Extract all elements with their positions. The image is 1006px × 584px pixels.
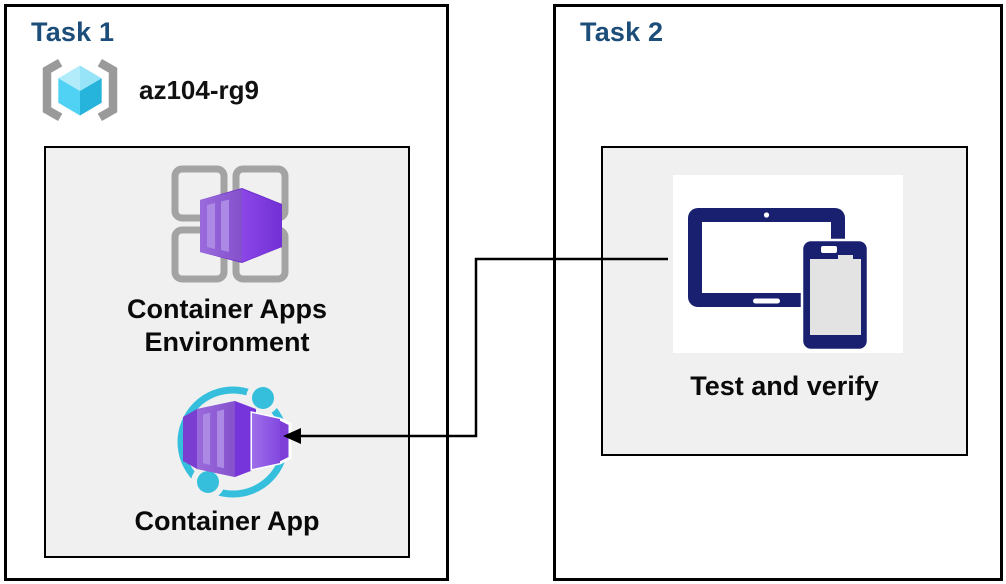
task1-box: Task 1 az104-rg9 [4,4,449,581]
container-apps-environment-label: Container Apps Environment [126,294,327,357]
resource-group-name: az104-rg9 [139,74,259,105]
resource-group: az104-rg9 [33,57,259,123]
container-app-label: Container App [134,506,320,536]
tablet-phone-icon-holder [673,175,903,353]
test-and-verify-label: Test and verify [690,371,879,401]
resource-group-icon [42,58,118,122]
container-apps-panel: Container Apps Environment [44,146,410,558]
container-app-icon [177,381,292,499]
test-verify-panel: Test and verify [601,146,968,456]
task1-title: Task 1 [31,17,115,47]
tablet-phone-icon [688,208,870,352]
container-apps-environment-icon [171,165,289,283]
task2-box: Task 2 Test and verify [553,4,1003,581]
task2-title: Task 2 [580,17,664,47]
